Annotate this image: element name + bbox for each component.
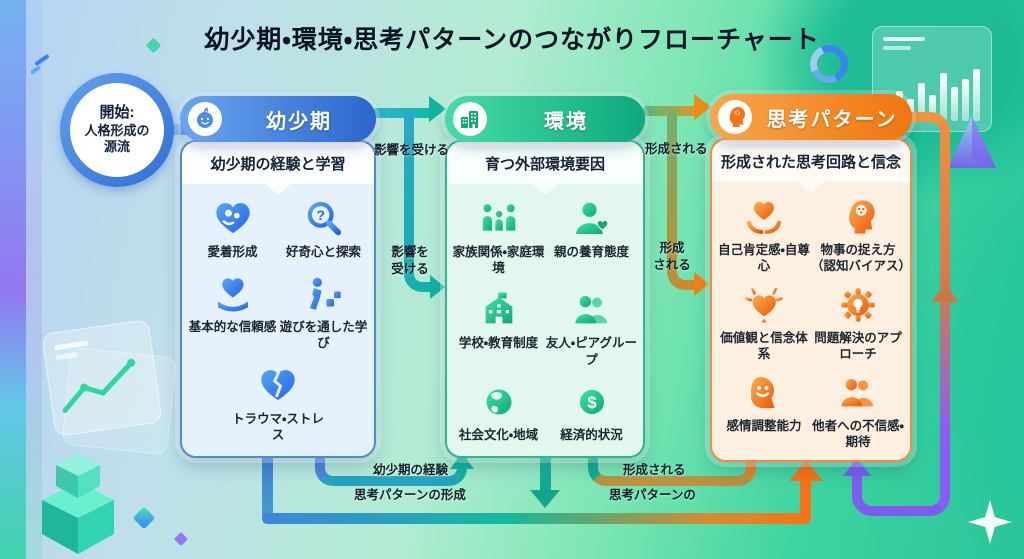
cubes-decoration bbox=[26, 448, 150, 559]
card-thought-patterns-items: 自己肯定感・自尊心 物事の捉え方（認知バイアス） 価値観と信念体系 bbox=[712, 182, 910, 460]
arrowhead-down-icon bbox=[530, 490, 560, 508]
label-bottom-left-1: 幼少期の経験 bbox=[373, 463, 449, 477]
item-basic-trust: 基本的な信頼感 bbox=[187, 273, 278, 358]
item-emotion-regulation: 感情調整能力 bbox=[717, 372, 811, 454]
card-environment-subtitle: 育つ外部環境要因 bbox=[447, 142, 643, 184]
item-social-culture-region: 社会文化・地域 bbox=[452, 381, 545, 450]
card-thought-patterns: 形成された思考回路と信念 自己肯定感・自尊心 物事の捉え方（認知バイアス） bbox=[710, 94, 912, 462]
card-childhood-body: 幼少期の経験と学習 愛着形成 ? 好奇心と探索 bbox=[180, 140, 376, 458]
hands-heart-icon bbox=[743, 196, 785, 238]
cognition-head-icon bbox=[837, 196, 879, 238]
item-problem-solving: 問題解決のアプローチ bbox=[811, 284, 905, 366]
card-childhood-header: 幼少期 bbox=[180, 96, 376, 142]
connector-thought-feedback-top bbox=[906, 112, 950, 146]
card-childhood-title: 幼少期 bbox=[266, 110, 332, 133]
label-influence-mid: 影響を 受ける bbox=[391, 245, 429, 276]
card-environment-header: 環境 bbox=[445, 96, 645, 142]
connector-childhood-to-environment-mid bbox=[404, 268, 434, 292]
label-formed-top: 形成される bbox=[645, 142, 708, 156]
arrowhead-right-icon bbox=[694, 272, 709, 296]
label-bottom-right-1: 形成される bbox=[623, 463, 686, 477]
head-brain-icon bbox=[718, 100, 752, 134]
shining-heart-icon bbox=[743, 284, 785, 326]
diamond-decoration bbox=[173, 531, 189, 547]
item-economic-situation: $ 経済的状況 bbox=[545, 381, 638, 450]
baby-icon bbox=[188, 102, 222, 136]
connector-thought-feedback-vertical bbox=[940, 143, 950, 475]
connector-childhood-to-environment-bottom bbox=[315, 452, 467, 486]
decoration-line bbox=[883, 37, 925, 41]
buildings-icon bbox=[453, 102, 487, 136]
decoration-line bbox=[883, 46, 911, 50]
card-childhood-subtitle: 幼少期の経験と学習 bbox=[182, 142, 374, 184]
left-gradient-strip-faint bbox=[26, 0, 42, 559]
arrowhead-up-icon bbox=[843, 458, 871, 476]
connector-environment-to-thought-bottom bbox=[588, 452, 756, 486]
play-blocks-icon bbox=[303, 273, 345, 315]
item-attachment-formation: 愛着形成 bbox=[187, 198, 278, 267]
svg-text:?: ? bbox=[316, 208, 325, 224]
arrow-childhood-to-environment-top bbox=[373, 108, 433, 118]
family-icon bbox=[478, 198, 520, 240]
arrowhead-up-icon bbox=[931, 284, 959, 302]
svg-text:$: $ bbox=[587, 393, 597, 412]
connector-environment-down-bottom bbox=[540, 456, 551, 494]
attachment-heart-icon bbox=[212, 198, 254, 240]
arrowhead-right-icon bbox=[694, 94, 711, 120]
globe-icon bbox=[478, 381, 520, 423]
connector-childhood-to-thought-bottom bbox=[262, 513, 811, 524]
connector-childhood-to-thought-right bbox=[800, 476, 811, 518]
card-childhood-items: 愛着形成 ? 好奇心と探索 基本的な信頼感 bbox=[182, 184, 374, 456]
start-node: 開始: 人格形成の 源流 bbox=[53, 66, 181, 194]
item-parenting-attitude: 親の養育態度 bbox=[545, 198, 638, 283]
item-distrust-expectations: 他者への不信感・期待 bbox=[811, 372, 905, 454]
curiosity-magnifier-icon: ? bbox=[303, 198, 345, 240]
card-environment: 育つ外部環境要因 家族関係・家庭環境 親の養育態度 bbox=[445, 96, 645, 458]
connector-childhood-to-thought-left bbox=[262, 455, 273, 519]
arrowhead-right-icon bbox=[430, 275, 445, 299]
start-node-label: 開始: 人格形成の 源流 bbox=[70, 83, 164, 177]
card-environment-items: 家族関係・家庭環境 親の養育態度 学校・教育制度 bbox=[447, 184, 643, 456]
label-bottom-left-2: 思考パターンの形成 bbox=[354, 488, 466, 502]
pyramid-decoration bbox=[946, 114, 998, 177]
item-family-relations: 家族関係・家庭環境 bbox=[452, 198, 545, 283]
arrowhead-up-icon bbox=[789, 460, 823, 481]
school-icon bbox=[478, 289, 520, 331]
broken-heart-icon bbox=[257, 365, 299, 407]
card-thought-patterns-subtitle: 形成された思考回路と信念 bbox=[712, 140, 910, 182]
item-self-esteem: 自己肯定感・自尊心 bbox=[717, 196, 811, 278]
item-cognitive-bias: 物事の捉え方（認知バイアス） bbox=[811, 196, 910, 278]
card-environment-title: 環境 bbox=[544, 110, 588, 133]
parenting-heart-icon bbox=[571, 198, 613, 240]
distrust-people-icon bbox=[837, 372, 879, 414]
left-gradient-strip bbox=[0, 0, 26, 559]
card-thought-patterns-body: 形成された思考回路と信念 自己肯定感・自尊心 物事の捉え方（認知バイアス） bbox=[710, 138, 912, 462]
item-friends-peer-group: 友人・ピアグループ bbox=[545, 289, 638, 374]
smiling-head-icon bbox=[743, 372, 785, 414]
connector-environment-to-thought-mid bbox=[667, 262, 697, 290]
item-trauma-stress: トラウマ・ストレス bbox=[187, 365, 369, 450]
connector-thought-feedback-uturn bbox=[852, 466, 950, 516]
card-environment-body: 育つ外部環境要因 家族関係・家庭環境 親の養育態度 bbox=[445, 140, 645, 458]
label-influence-top: 影響を受ける bbox=[374, 143, 450, 157]
trust-hand-heart-icon bbox=[212, 273, 254, 315]
card-thought-patterns-title: 思考パターン bbox=[766, 108, 898, 131]
connector-environment-down bbox=[667, 110, 677, 266]
frosted-chart-card-decoration bbox=[41, 318, 163, 438]
item-learning-through-play: 遊びを通した学び bbox=[278, 273, 369, 358]
card-thought-patterns-header: 思考パターン bbox=[710, 94, 912, 140]
connector-childhood-down bbox=[404, 112, 414, 270]
line-chart-icon bbox=[54, 340, 136, 413]
page-title: 幼少期・環境・思考パターンのつながりフローチャート bbox=[204, 26, 820, 54]
gear-bulb-icon bbox=[837, 284, 879, 326]
dollar-icon: $ bbox=[571, 381, 613, 423]
item-curiosity-exploration: ? 好奇心と探索 bbox=[278, 198, 369, 267]
arrowhead-right-icon bbox=[429, 96, 446, 122]
peer-group-icon bbox=[571, 289, 613, 331]
label-formed-mid: 形成 される bbox=[653, 241, 691, 272]
label-bottom-right-2: 思考パターンの bbox=[609, 488, 696, 502]
card-childhood: 幼少期の経験と学習 愛着形成 ? 好奇心と探索 bbox=[180, 96, 376, 458]
item-school-education: 学校・教育制度 bbox=[452, 289, 545, 374]
item-values-beliefs: 価値観と信念体系 bbox=[717, 284, 811, 366]
